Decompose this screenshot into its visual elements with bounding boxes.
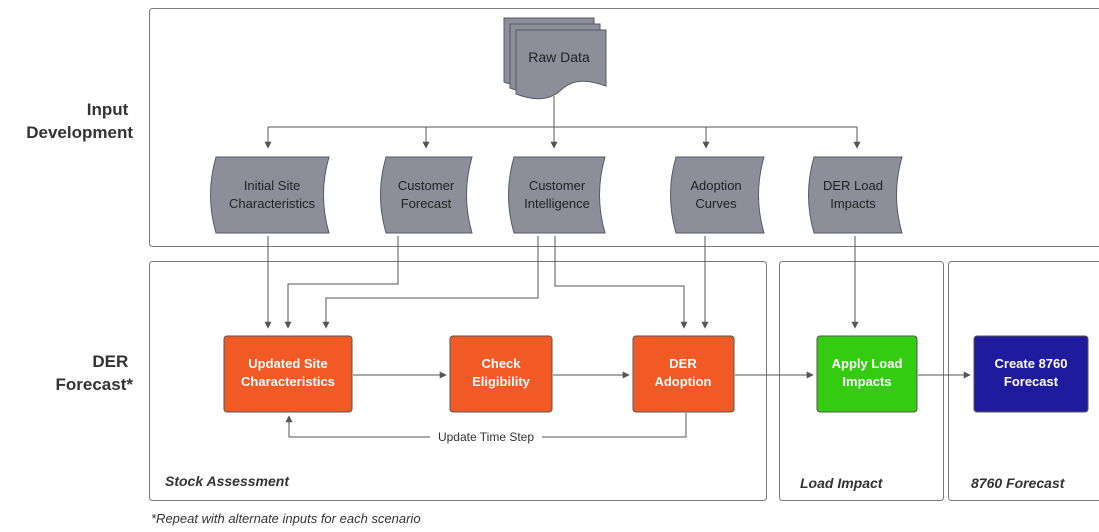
update-time-step-loop: Update Time Step (285, 413, 687, 445)
raw-data-connectors (264, 96, 861, 149)
der-forecast-title: DER Forecast* (56, 352, 134, 394)
footnote: *Repeat with alternate inputs for each s… (151, 511, 421, 526)
store-to-process-connectors (264, 236, 859, 329)
update-time-step-label: Update Time Step (438, 430, 534, 444)
raw-data-label: Raw Data (528, 49, 590, 65)
stock-assessment-frame (149, 261, 767, 501)
stock-assessment-label: Stock Assessment (165, 473, 290, 489)
input-development-title: Input Development (26, 100, 133, 142)
input-development-frame (149, 8, 1099, 247)
load-impact-label: Load Impact (800, 475, 884, 491)
load-impact-frame (779, 261, 944, 501)
raw-data-document-stack: Raw Data (503, 17, 607, 100)
8760-forecast-frame (948, 261, 1099, 501)
8760-forecast-label: 8760 Forecast (971, 475, 1066, 491)
